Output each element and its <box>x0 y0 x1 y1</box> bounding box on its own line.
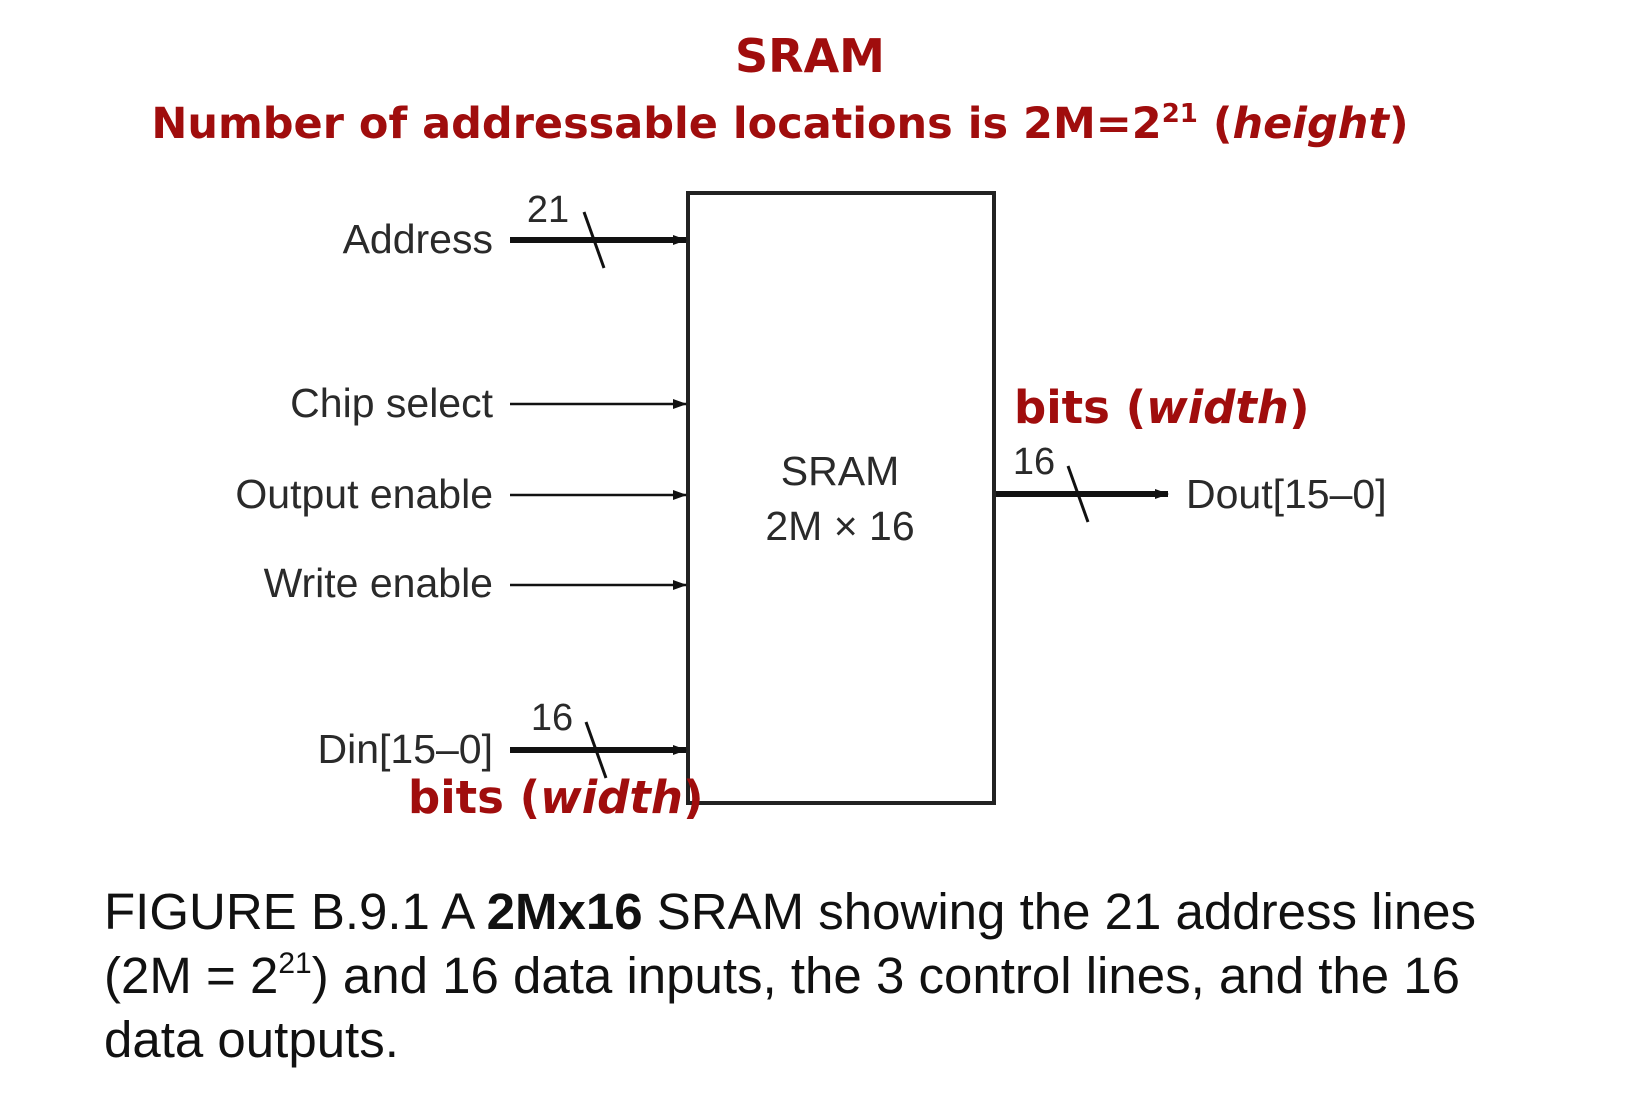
din-annotation-open: ( <box>504 771 540 824</box>
addressable-locations-note: Number of addressable locations is 2M=22… <box>151 99 1408 149</box>
din-annotation-bits: bits <box>408 771 504 824</box>
din-width-annotation: bits (width) <box>408 771 704 824</box>
sram-block-name: SRAM <box>781 448 899 494</box>
dout-bus-width: 16 <box>1013 441 1055 483</box>
din-bus-slash <box>584 721 608 779</box>
din-annotation-emph: width <box>540 771 683 824</box>
dout-label: Dout[15–0] <box>1186 471 1387 517</box>
caption-part1: FIGURE B.9.1 A <box>104 883 487 940</box>
address-bus-width: 21 <box>527 189 569 231</box>
dout-annotation-bits: bits <box>1014 381 1110 434</box>
note-emph: height <box>1233 99 1391 149</box>
dout-annotation-close: ) <box>1289 381 1310 434</box>
sram-diagram: SRAM Number of addressable locations is … <box>151 29 1408 824</box>
din-bus-width: 16 <box>531 697 573 739</box>
caption-part2: SRAM showing the 21 address lines (2M = … <box>104 883 1477 1004</box>
din-label: Din[15–0] <box>317 726 493 772</box>
dout-bus-slash <box>1066 465 1090 523</box>
note-close: ) <box>1389 99 1409 149</box>
diagram-title: SRAM <box>735 29 885 83</box>
write-enable-label: Write enable <box>264 560 493 606</box>
figure-caption: FIGURE B.9.1 A 2Mx16 SRAM showing the 21… <box>104 880 1544 1072</box>
caption-part3: ) and 16 data inputs, the 3 control line… <box>104 947 1460 1068</box>
output-enable-label: Output enable <box>235 471 493 517</box>
note-exponent: 21 <box>1162 99 1198 129</box>
dout-width-annotation: bits (width) <box>1014 381 1310 434</box>
address-bus-slash <box>582 211 606 269</box>
caption-exponent: 21 <box>278 947 312 980</box>
address-label: Address <box>343 216 493 262</box>
note-prefix: Number of addressable locations is 2M=2 <box>151 99 1161 149</box>
sram-block <box>686 191 996 805</box>
dout-annotation-open: ( <box>1110 381 1146 434</box>
note-open: ( <box>1198 99 1233 149</box>
caption-bold: 2Mx16 <box>486 883 643 940</box>
dout-annotation-emph: width <box>1146 381 1289 434</box>
din-annotation-close: ) <box>683 771 704 824</box>
sram-block-size: 2M × 16 <box>765 503 914 549</box>
chip-select-label: Chip select <box>290 380 493 426</box>
